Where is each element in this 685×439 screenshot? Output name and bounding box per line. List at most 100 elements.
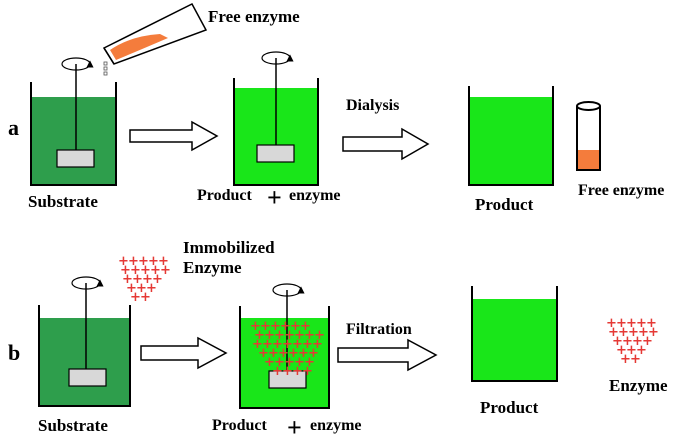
enzyme-particle: + <box>272 364 283 379</box>
enzyme-particle: + <box>252 337 263 352</box>
enzyme-particle: + <box>270 319 281 334</box>
enzyme-particle: + <box>118 254 129 269</box>
enzyme-particle: + <box>300 319 311 334</box>
enzyme-particle: + <box>254 328 265 343</box>
enzyme-particle: + <box>294 355 305 370</box>
product-label-a2: Product <box>197 187 252 204</box>
enzyme-particle: + <box>148 254 159 269</box>
enzyme-particle: + <box>636 343 647 358</box>
enzyme-particle: + <box>282 337 293 352</box>
product-label-b3: Product <box>480 398 539 417</box>
enzyme-particle: + <box>126 281 137 296</box>
process-arrow-a2 <box>342 127 430 161</box>
enzyme-particle: + <box>302 337 313 352</box>
enzyme-particle: + <box>136 281 147 296</box>
enzyme-particle: + <box>284 355 295 370</box>
enzyme-particle: + <box>298 346 309 361</box>
enzyme-particle: + <box>150 263 161 278</box>
immobilized-label-line1: Immobilized <box>183 238 275 257</box>
substrate-beaker-a <box>30 57 117 186</box>
enzyme-particle: + <box>264 355 275 370</box>
enzyme-particle: + <box>636 316 647 331</box>
enzyme-particle: + <box>128 254 139 269</box>
enzyme-particle: + <box>260 319 271 334</box>
enzyme-particle: + <box>308 346 319 361</box>
immobilized-label-line2: Enzyme <box>183 258 242 277</box>
enzyme-particle: + <box>626 343 637 358</box>
product-label-a3: Product <box>475 195 534 214</box>
enzyme-particle: + <box>146 281 157 296</box>
process-arrow-b2 <box>337 338 438 372</box>
product-beaker-b <box>471 286 558 382</box>
enzyme-particle: + <box>272 337 283 352</box>
free-enzyme-tube-label: Free enzyme <box>578 182 664 199</box>
enzyme-particle: + <box>612 334 623 349</box>
substrate-beaker-b <box>38 276 131 407</box>
product-enzyme-beaker-b: +++++++++++++++++++++++++++++++++++ <box>239 283 330 409</box>
enzyme-particle: + <box>312 337 323 352</box>
enzyme-particle: + <box>606 316 617 331</box>
enzyme-word-b: enzyme <box>310 417 362 434</box>
enzyme-particle: + <box>284 328 295 343</box>
row-b-marker: b <box>8 340 20 365</box>
enzyme-particle: + <box>158 254 169 269</box>
product-beaker-a <box>468 86 554 186</box>
enzyme-particle: + <box>274 328 285 343</box>
enzyme-particle: + <box>120 263 131 278</box>
enzyme-particle: + <box>274 355 285 370</box>
enzyme-particle: + <box>282 364 293 379</box>
enzyme-particle: + <box>314 328 325 343</box>
enzyme-particle: + <box>262 337 273 352</box>
enzyme-particle: + <box>152 272 163 287</box>
enzyme-particle: + <box>626 316 637 331</box>
enzyme-particle: + <box>616 343 627 358</box>
dialysis-label: Dialysis <box>346 97 399 114</box>
enzyme-particle: + <box>304 328 315 343</box>
enzyme-particle: + <box>258 346 269 361</box>
enzyme-particle: + <box>620 352 631 367</box>
enzyme-particle: + <box>288 346 299 361</box>
enzyme-particle: + <box>630 352 641 367</box>
enzyme-label-b: Enzyme <box>609 376 668 395</box>
enzyme-particle: + <box>142 272 153 287</box>
immobilized-enzyme-cluster-top: +++++++++++++++++++ <box>118 254 171 305</box>
product-enzyme-beaker-a <box>233 51 319 186</box>
substrate-label-b: Substrate <box>38 416 108 435</box>
free-enzyme-label: Free enzyme <box>208 7 300 26</box>
enzyme-particle: + <box>646 316 657 331</box>
enzyme-particle: + <box>140 263 151 278</box>
enzyme-particle: + <box>140 290 151 305</box>
enzyme-particle: + <box>638 325 649 340</box>
process-arrow-a1 <box>129 120 219 152</box>
enzyme-particle: + <box>122 272 133 287</box>
enzyme-particle: + <box>648 325 659 340</box>
enzyme-particle: + <box>292 337 303 352</box>
enzyme-particle: + <box>130 263 141 278</box>
filtration-label: Filtration <box>346 321 412 338</box>
enzyme-particle: + <box>292 364 303 379</box>
enzyme-particle: + <box>268 346 279 361</box>
enzyme-particle: + <box>160 263 171 278</box>
substrate-label-a: Substrate <box>28 192 98 211</box>
immobilized-enzyme-in-beaker: +++++++++++++++++++++++++++++++++++ <box>250 319 325 379</box>
enzyme-particle: + <box>250 319 261 334</box>
recovered-enzyme-cluster: +++++++++++++++++++ <box>606 316 659 367</box>
enzyme-particle: + <box>278 346 289 361</box>
enzyme-particle: + <box>294 328 305 343</box>
enzyme-particle: + <box>132 272 143 287</box>
enzyme-particle: + <box>130 290 141 305</box>
enzyme-particle: + <box>302 364 313 379</box>
enzyme-particle: + <box>304 355 315 370</box>
product-label-b2: Product <box>212 417 267 434</box>
enzyme-particle: + <box>628 325 639 340</box>
enzyme-particle: + <box>632 334 643 349</box>
enzyme-particle: + <box>290 319 301 334</box>
enzyme-particle: + <box>642 334 653 349</box>
enzyme-particle: + <box>608 325 619 340</box>
enzyme-word-a: enzyme <box>289 187 341 204</box>
free-enzyme-pipette <box>102 3 208 76</box>
free-enzyme-tube <box>576 101 601 171</box>
process-arrow-b1 <box>140 336 228 370</box>
enzyme-particle: + <box>280 319 291 334</box>
